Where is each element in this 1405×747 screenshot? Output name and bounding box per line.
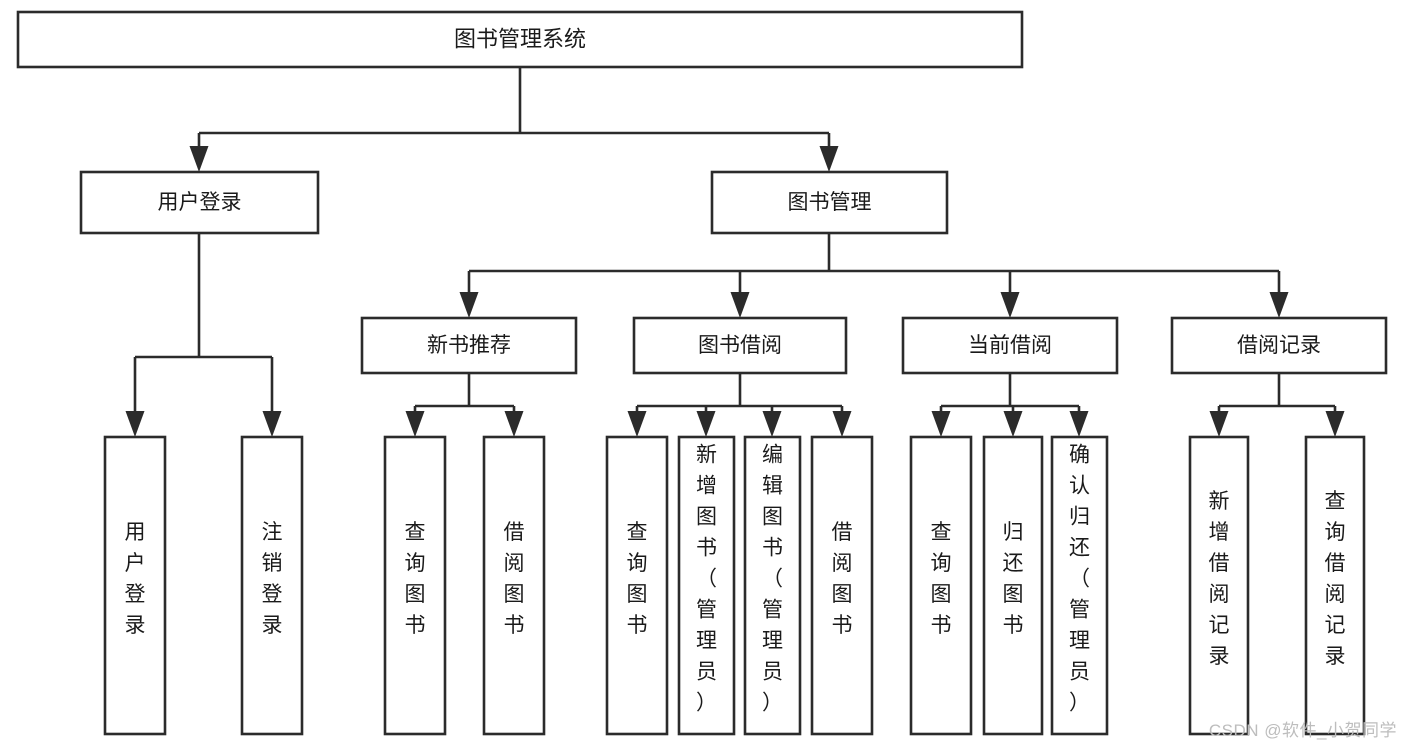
node-box-leaf-add-borrow-record[interactable] xyxy=(1188,435,1250,736)
node-label-book-manage: 图书管理 xyxy=(788,191,872,214)
node-box-leaf-query-book-2[interactable] xyxy=(605,435,669,736)
connector-root-to-level1 xyxy=(189,67,839,172)
node-label-borrow-record: 借阅记录 xyxy=(1237,334,1321,357)
arrow-head-icon xyxy=(189,146,209,172)
node-label-user-login: 用户登录 xyxy=(158,191,242,214)
node-leaf-return-book[interactable]: 归还图书 xyxy=(982,435,1044,736)
node-box-new-book-recommend[interactable] xyxy=(360,316,578,375)
connector-borrowrecord-to-leaves xyxy=(1209,373,1345,437)
nodes-layer: 图书管理系统用户登录图书管理新书推荐图书借阅当前借阅借阅记录用户登录注销登录查询… xyxy=(16,10,1388,736)
node-leaf-user-login[interactable]: 用户登录 xyxy=(103,435,167,736)
node-leaf-borrow-book-2[interactable]: 借阅图书 xyxy=(810,435,874,736)
arrow-head-icon xyxy=(696,411,716,437)
arrow-head-icon xyxy=(504,411,524,437)
node-box-leaf-confirm-return[interactable] xyxy=(1050,435,1109,736)
node-label-leaf-confirm-return: 确认归还（管理员） xyxy=(1069,444,1090,715)
arrow-head-icon xyxy=(262,411,282,437)
node-user-login[interactable]: 用户登录 xyxy=(79,170,320,235)
arrow-head-icon xyxy=(459,292,479,318)
connector-bookborrow-to-leaves xyxy=(627,373,852,437)
arrow-head-icon xyxy=(1209,411,1229,437)
node-borrow-record[interactable]: 借阅记录 xyxy=(1170,316,1388,375)
node-label-leaf-user-login: 用户登录 xyxy=(125,521,146,637)
node-leaf-query-borrow-record[interactable]: 查询借阅记录 xyxy=(1304,435,1366,736)
arrow-head-icon xyxy=(931,411,951,437)
node-leaf-borrow-book-1[interactable]: 借阅图书 xyxy=(482,435,546,736)
connectors-layer xyxy=(125,67,1345,437)
node-label-leaf-borrow-book-2: 借阅图书 xyxy=(832,521,853,637)
arrow-head-icon xyxy=(730,292,750,318)
arrow-head-icon xyxy=(832,411,852,437)
node-label-leaf-add-borrow-record: 新增借阅记录 xyxy=(1209,490,1230,668)
node-leaf-query-book-3[interactable]: 查询图书 xyxy=(909,435,973,736)
node-box-leaf-borrow-book-1[interactable] xyxy=(482,435,546,736)
node-leaf-add-book[interactable]: 新增图书（管理员） xyxy=(677,435,736,736)
arrow-head-icon xyxy=(819,146,839,172)
connector-userlogin-to-leaves xyxy=(125,233,282,437)
node-leaf-query-book-2[interactable]: 查询图书 xyxy=(605,435,669,736)
node-label-book-borrow: 图书借阅 xyxy=(698,334,782,357)
arrow-head-icon xyxy=(1069,411,1089,437)
node-root[interactable]: 图书管理系统 xyxy=(16,10,1024,69)
arrow-head-icon xyxy=(1003,411,1023,437)
arrow-head-icon xyxy=(627,411,647,437)
node-leaf-query-book-1[interactable]: 查询图书 xyxy=(383,435,447,736)
node-box-leaf-return-book[interactable] xyxy=(982,435,1044,736)
connector-bookmanage-to-level2 xyxy=(459,233,1289,318)
node-label-root: 图书管理系统 xyxy=(454,26,586,51)
node-box-leaf-logout[interactable] xyxy=(240,435,304,736)
node-book-manage[interactable]: 图书管理 xyxy=(710,170,949,235)
node-leaf-confirm-return[interactable]: 确认归还（管理员） xyxy=(1050,435,1109,736)
node-label-leaf-query-book-2: 查询图书 xyxy=(627,521,648,637)
node-box-leaf-query-borrow-record[interactable] xyxy=(1304,435,1366,736)
node-box-book-borrow[interactable] xyxy=(632,316,848,375)
connector-newbook-to-leaves xyxy=(405,373,524,437)
node-box-book-manage[interactable] xyxy=(710,170,949,235)
node-current-borrow[interactable]: 当前借阅 xyxy=(901,316,1119,375)
node-label-leaf-query-book-1: 查询图书 xyxy=(405,521,426,637)
node-box-leaf-edit-book[interactable] xyxy=(743,435,802,736)
node-label-leaf-query-borrow-record: 查询借阅记录 xyxy=(1325,490,1346,668)
node-leaf-edit-book[interactable]: 编辑图书（管理员） xyxy=(743,435,802,736)
node-leaf-logout[interactable]: 注销登录 xyxy=(240,435,304,736)
node-box-leaf-user-login[interactable] xyxy=(103,435,167,736)
arrow-head-icon xyxy=(1325,411,1345,437)
node-label-leaf-borrow-book-1: 借阅图书 xyxy=(504,521,525,637)
node-box-user-login[interactable] xyxy=(79,170,320,235)
node-label-leaf-add-book: 新增图书（管理员） xyxy=(696,444,717,715)
node-leaf-add-borrow-record[interactable]: 新增借阅记录 xyxy=(1188,435,1250,736)
arrow-head-icon xyxy=(405,411,425,437)
node-label-leaf-edit-book: 编辑图书（管理员） xyxy=(762,444,783,715)
node-box-leaf-query-book-1[interactable] xyxy=(383,435,447,736)
node-box-leaf-add-book[interactable] xyxy=(677,435,736,736)
node-label-current-borrow: 当前借阅 xyxy=(968,334,1052,357)
node-box-borrow-record[interactable] xyxy=(1170,316,1388,375)
connector-currentborrow-to-leaves xyxy=(931,373,1089,437)
node-box-leaf-query-book-3[interactable] xyxy=(909,435,973,736)
node-new-book-recommend[interactable]: 新书推荐 xyxy=(360,316,578,375)
arrow-head-icon xyxy=(1269,292,1289,318)
arrow-head-icon xyxy=(125,411,145,437)
node-label-new-book-recommend: 新书推荐 xyxy=(427,334,511,357)
arrow-head-icon xyxy=(1000,292,1020,318)
node-box-leaf-borrow-book-2[interactable] xyxy=(810,435,874,736)
node-box-current-borrow[interactable] xyxy=(901,316,1119,375)
arrow-head-icon xyxy=(762,411,782,437)
node-label-leaf-logout: 注销登录 xyxy=(262,521,283,637)
node-label-leaf-return-book: 归还图书 xyxy=(1003,521,1024,637)
node-box-root[interactable] xyxy=(16,10,1024,69)
node-book-borrow[interactable]: 图书借阅 xyxy=(632,316,848,375)
node-label-leaf-query-book-3: 查询图书 xyxy=(931,521,952,637)
